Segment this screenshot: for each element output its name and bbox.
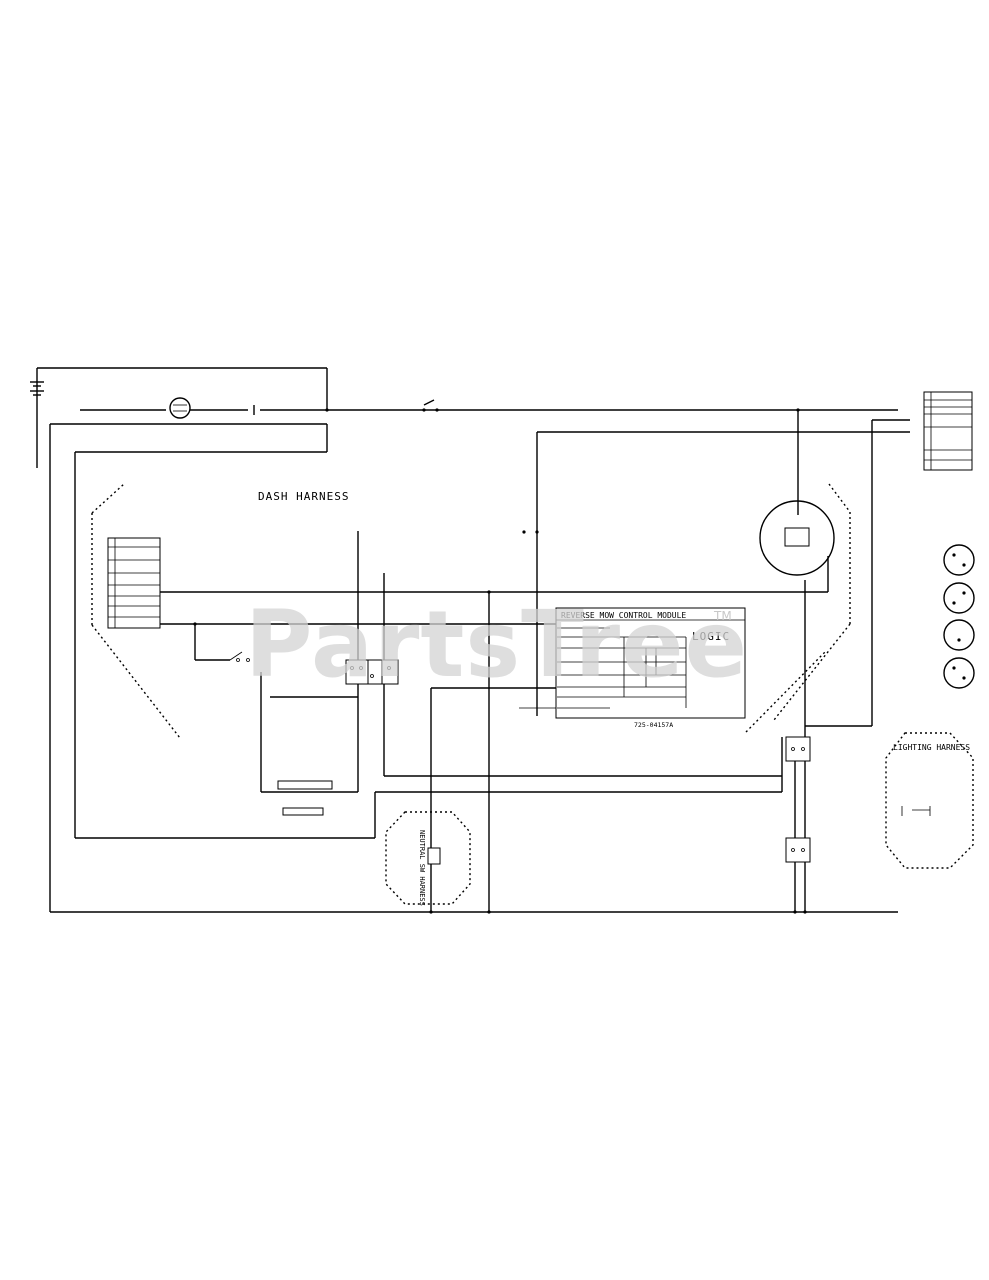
dash-panel-outline [91,483,851,739]
neutral-harness-title: NEUTRAL SW HARNESS [418,830,426,906]
watermark-tm: TM [713,609,732,623]
watermark-logo: PartsTree [245,591,748,698]
module-title: REVERSE MOW CONTROL MODULE [561,611,686,620]
ignition-switch [759,500,835,576]
lighting-harness-title-text: LIGHTING HARNESS [893,743,970,752]
reverse-mow-module [519,607,746,719]
module-logic-label: LOGIC [692,630,730,643]
key-switch-table [107,537,161,629]
starter-line [80,397,898,419]
neutral-harness-outline [385,811,471,905]
lighting-harness-outline [885,732,974,869]
module-part-number: 725-04157A [634,721,673,729]
lower-right-switches [785,736,811,863]
dash-harness-title: DASH HARNESS [258,490,349,503]
lighting-harness-title: LIGHTING HARNESS [893,743,970,752]
switch-block [277,659,399,816]
connector-legend [923,391,973,471]
junction-dots [193,530,807,914]
pto-switch [229,651,250,662]
battery-circuit [30,367,328,468]
ground-rail [49,423,898,913]
switch-position-diagrams [943,544,975,689]
